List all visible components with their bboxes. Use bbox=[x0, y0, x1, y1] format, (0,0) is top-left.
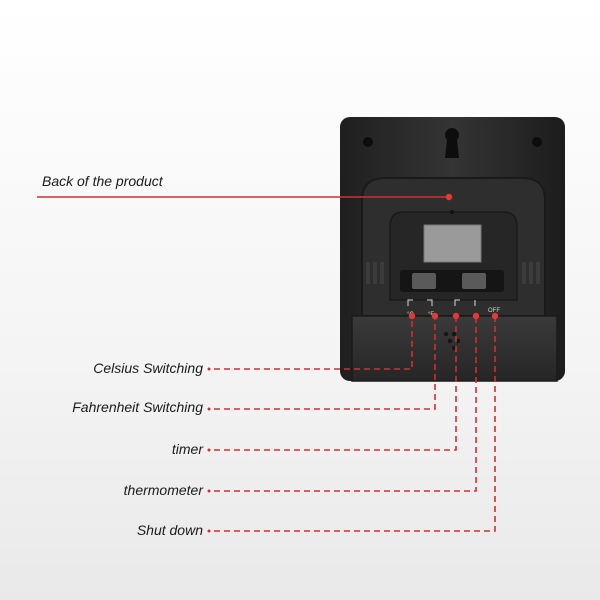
label-dot-3 bbox=[207, 448, 211, 452]
slide-switch-right[interactable] bbox=[462, 273, 486, 289]
callout-label-celsius: Celsius Switching bbox=[93, 360, 203, 376]
callout-label-thermometer: thermometer bbox=[123, 482, 203, 498]
screw-hole-left bbox=[363, 137, 373, 147]
callout-line-celsius bbox=[214, 316, 413, 370]
vent-dots bbox=[443, 331, 461, 351]
callout-line-shutdown bbox=[214, 316, 496, 532]
side-ridges-right bbox=[522, 262, 540, 284]
label-sticker bbox=[423, 224, 482, 263]
label-dot-2 bbox=[207, 407, 211, 411]
label-dot-5 bbox=[207, 529, 211, 533]
dot-celsius bbox=[408, 312, 416, 320]
dot-shutdown bbox=[491, 312, 499, 320]
side-ridges-left bbox=[366, 262, 384, 284]
dot-timer bbox=[452, 312, 460, 320]
mark-off: OFF bbox=[488, 308, 500, 314]
screw-hole-right bbox=[532, 137, 542, 147]
main-label: Back of the product bbox=[42, 173, 163, 189]
callout-line-thermometer bbox=[214, 316, 477, 492]
dot-main bbox=[445, 193, 453, 201]
mark-fahrenheit: °F bbox=[428, 312, 434, 318]
stand-hole bbox=[450, 210, 454, 214]
dot-thermometer bbox=[472, 312, 480, 320]
label-dot-4 bbox=[207, 489, 211, 493]
keyhole-hanger bbox=[445, 128, 459, 158]
slide-switch-left[interactable] bbox=[412, 273, 436, 289]
callout-line-fahrenheit bbox=[214, 316, 436, 410]
label-dot-1 bbox=[207, 367, 211, 371]
callout-label-timer: timer bbox=[171, 441, 203, 457]
switch-markings bbox=[407, 299, 476, 306]
dot-fahrenheit bbox=[431, 312, 439, 320]
callout-label-shutdown: Shut down bbox=[136, 522, 203, 538]
callout-line-timer bbox=[214, 316, 457, 451]
callout-label-fahrenheit: Fahrenheit Switching bbox=[72, 399, 203, 415]
